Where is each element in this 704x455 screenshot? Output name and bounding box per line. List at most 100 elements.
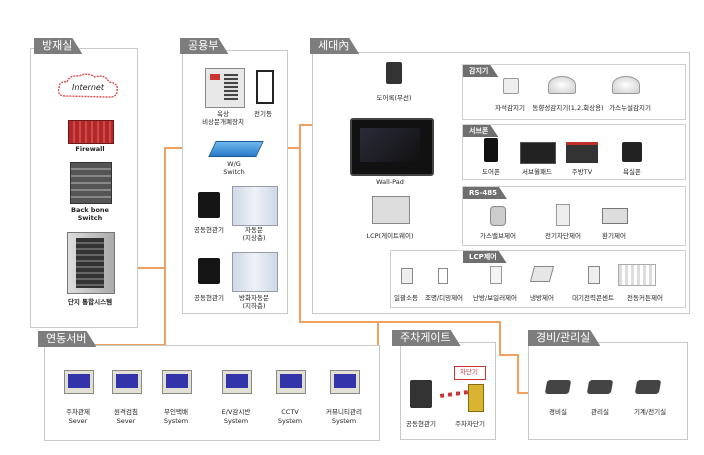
server-pc-icon-2: [162, 370, 192, 394]
lcp-label-0: 일괄소등: [394, 294, 418, 302]
server-rack-icon: [67, 232, 115, 294]
door-a-label-1: 자동문: [245, 226, 263, 234]
aircon-icon: [529, 266, 555, 282]
wallpad-icon: [350, 118, 434, 176]
server-pc-icon-1: [112, 370, 142, 394]
server-1-l2: Sever: [116, 417, 136, 425]
emergency-door-panel-icon: [205, 68, 245, 108]
office-phone-icon: [586, 380, 614, 394]
boiler-control-icon: [490, 266, 502, 284]
server-pc-icon-3: [222, 370, 252, 394]
server-2-l2: System: [163, 417, 189, 425]
gongyong-tab: 공용부: [180, 38, 228, 54]
rs485-header: RS-485: [463, 187, 507, 199]
parking-barrier-label: 주차차단기: [455, 420, 485, 428]
firewall-icon: [68, 120, 114, 144]
door-b-label-1: 방화자동문: [239, 294, 269, 302]
bath-phone-icon: [622, 142, 642, 162]
yeondong-tab: 연동서버: [38, 331, 96, 347]
server-4-l1: CCTV: [281, 408, 299, 416]
security-label-0: 경비실: [549, 408, 567, 416]
server-1-l1: 원격검침: [114, 408, 138, 416]
switch-label-1: W/G: [227, 160, 241, 168]
sensor-header: 감지기: [463, 65, 498, 77]
sensor-label-0: 자석감지기: [495, 104, 525, 112]
curtain-icon: [618, 264, 656, 286]
sensor-label-2: 가스누설감지기: [609, 104, 651, 112]
doorlock-label: 도어록(무선): [376, 94, 412, 102]
gas-sensor-icon: [612, 76, 640, 94]
switch-label-2: Switch: [223, 168, 245, 176]
rs-label-1: 전기차단제어: [545, 232, 581, 240]
security-label-2: 기계/전기실: [633, 408, 667, 416]
sedae-tab: 세대內: [310, 38, 359, 54]
gate-sign-box: [454, 366, 486, 380]
lobby-b-label: 공동현관기: [194, 294, 224, 302]
security-tab: 경비/관리실: [528, 330, 600, 346]
wallpad-label: Wall-Pad: [376, 178, 404, 186]
backbone-label-2: Switch: [77, 214, 103, 222]
server-pc-icon-5: [330, 370, 360, 394]
server-5-l1: 커뮤니티관리: [326, 408, 362, 416]
lcp-label-5: 전동커튼제어: [627, 294, 663, 302]
bangjae-tab: 방재실: [34, 38, 82, 54]
magnet-sensor-icon: [503, 78, 519, 94]
fire-door-b-icon: [232, 252, 278, 292]
lobby-phone-b-icon: [198, 258, 220, 284]
server-4-l2: System: [277, 417, 303, 425]
rs-label-2: 환기제어: [602, 232, 626, 240]
lcp-gateway-icon: [372, 196, 410, 224]
power-cut-icon: [556, 204, 570, 226]
parking-tab: 주차게이트: [392, 330, 461, 346]
guard-phone-icon: [544, 380, 572, 394]
dimmer-icon: [438, 268, 448, 284]
wg-switch-icon: [208, 141, 264, 157]
auto-door-a-icon: [232, 186, 278, 226]
sensor-label-1: 동향성감지기(1,2,회상용): [532, 104, 604, 112]
parking-lobby-icon: [410, 380, 432, 408]
elevator-label: 전기등: [254, 110, 272, 118]
lcp-control-header: LCP제어: [463, 251, 507, 263]
standby-outlet-icon: [588, 266, 600, 284]
lcp-label-3: 냉방제어: [530, 294, 554, 302]
phone-label-2: 주방TV: [571, 168, 593, 176]
security-label-1: 관리실: [591, 408, 609, 416]
phone-label-3: 욕실폰: [623, 168, 641, 176]
lcp-label-2: 난방/보일러제어: [472, 294, 518, 302]
gate-sign-label: 차단기: [460, 368, 478, 376]
server-3-l2: System: [223, 417, 249, 425]
internet-cloud-icon: [55, 72, 121, 102]
doorlock-icon: [386, 62, 402, 84]
server-0-l2: Sever: [68, 417, 88, 425]
server-pc-icon-4: [276, 370, 306, 394]
doorphone-icon: [484, 138, 498, 162]
lobby-a-label: 공동현관기: [194, 226, 224, 234]
kitchen-tv-icon: [566, 142, 598, 163]
lobby-phone-a-icon: [198, 192, 220, 218]
lcp-label: LCP(게이트웨이): [366, 232, 414, 240]
sub-wallpad-icon: [520, 142, 556, 164]
mech-room-phone-icon: [634, 380, 662, 394]
backbone-switch-icon: [70, 162, 112, 204]
phone-label-0: 도어폰: [482, 168, 500, 176]
server-5-l2: System: [331, 417, 357, 425]
door-a-label-2: (지상층): [242, 234, 266, 242]
heat-sensor-icon: [548, 76, 576, 94]
elevator-panel-icon: [256, 70, 274, 104]
server-0-l1: 주차관제: [66, 408, 90, 416]
emergency-label-2: 비상문개폐장치: [202, 118, 244, 126]
subphone-header: 서브폰: [463, 125, 498, 137]
backbone-label-1: Back bone: [71, 206, 109, 214]
integrated-system-label: 단지 통합시스템: [67, 298, 113, 306]
all-off-switch-icon: [401, 268, 413, 284]
door-b-label-2: (지하층): [242, 302, 266, 310]
server-2-l1: 무인택배: [164, 408, 188, 416]
lcp-label-1: 조명/디밍제어: [424, 294, 464, 302]
emergency-label-1: 옥상: [217, 110, 229, 118]
parking-lobby-label: 공동현관기: [406, 420, 436, 428]
rs-label-0: 가스밸브제어: [480, 232, 516, 240]
gas-valve-icon: [490, 206, 506, 226]
server-3-l1: E/V감시반: [221, 408, 251, 416]
barrier-post-icon: [468, 384, 484, 412]
ventilation-icon: [602, 208, 628, 224]
